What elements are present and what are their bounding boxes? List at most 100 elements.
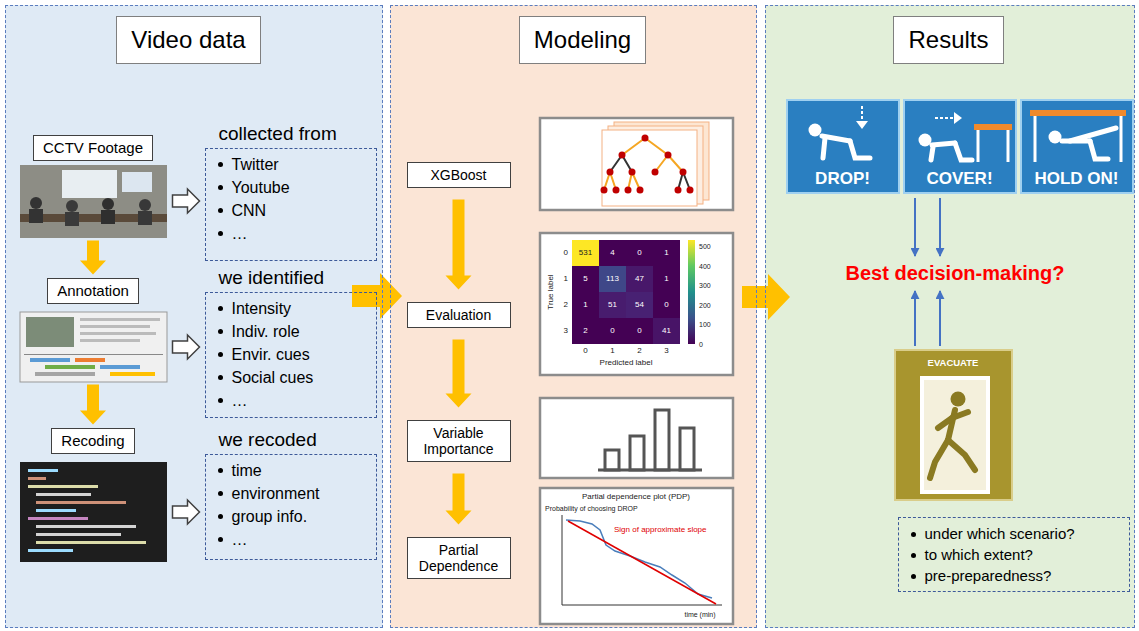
confusion-matrix [540, 233, 733, 375]
process-label: XGBoost [408, 163, 510, 187]
list-item: environment [206, 482, 370, 505]
cctv-photo [66, 200, 78, 212]
cctv-photo [29, 209, 43, 223]
tree-icon [602, 130, 697, 206]
process-box: XGBoost [407, 162, 511, 188]
list-item: group info. [206, 505, 370, 528]
cctv-photo [101, 210, 115, 224]
evacuate-sign: EVACUATE [895, 350, 1012, 500]
code-screenshot [20, 462, 167, 562]
panel-title: Modeling [519, 16, 646, 64]
panel-ground [5, 5, 1135, 628]
list-box: timeenvironmentgroup info.… we recoded [205, 428, 377, 560]
confusion-matrix [599, 266, 626, 292]
list-item: … [206, 222, 370, 245]
confusion-matrix [572, 240, 599, 266]
source-box: Recoding [20, 428, 167, 562]
matrix-value: 0 [637, 327, 641, 335]
evacuate-icon [922, 378, 988, 492]
pdp-chart [562, 605, 722, 606]
pdp-chart [540, 488, 733, 624]
list-item: Social cues [206, 366, 370, 389]
colorbar-tick: 400 [699, 263, 711, 270]
matrix-value: 1 [664, 275, 668, 283]
flow-arrow [173, 335, 200, 359]
cctv-photo [139, 199, 151, 211]
matrix-value: 113 [606, 275, 619, 283]
icon-caption: COVER! [904, 168, 1016, 190]
cctv-photo [65, 212, 79, 226]
flow-arrow [446, 340, 472, 408]
box-label: CCTV Footage [33, 135, 153, 161]
drop-icon [823, 138, 825, 158]
cctv-photo [30, 197, 42, 209]
list-heading: we recoded [219, 428, 317, 452]
cctv-photo [20, 165, 167, 238]
drop-icon [787, 100, 899, 193]
confusion-matrix [599, 240, 626, 266]
pointer-arrow [939, 198, 941, 256]
bar-chart-icon [540, 398, 733, 478]
icon-tile: COVER! [904, 100, 1016, 193]
list-box: IntensityIndiv. roleEnvir. cuesSocial cu… [205, 266, 377, 418]
bar-chart-icon [605, 450, 619, 470]
matrix-value: 51 [608, 301, 617, 309]
evacuate-icon [948, 440, 975, 470]
code-screenshot [20, 462, 167, 562]
confusion-matrix [572, 318, 599, 344]
tree-icon [601, 187, 608, 194]
hold-on-icon [1062, 128, 1116, 159]
confusion-matrix [626, 292, 653, 318]
cover-icon [974, 124, 1012, 130]
confusion-matrix [599, 318, 626, 344]
panel-title: Video data [116, 16, 260, 64]
axis-title: time (min) [684, 611, 715, 618]
process-box: Variable Importance [407, 420, 511, 462]
cover-icon [919, 134, 932, 147]
evacuate-icon [930, 410, 975, 478]
stage-panel: XGBoostEvaluationVariable ImportancePart… [390, 5, 757, 628]
cover-icon [1007, 130, 1010, 162]
annotation-screenshot [80, 332, 156, 335]
tree-icon [642, 135, 649, 142]
matrix-value: 1 [583, 301, 587, 309]
tree-icon [675, 187, 682, 194]
hold-on-icon [1021, 100, 1133, 193]
hold-on-icon [1021, 100, 1133, 193]
confusion-matrix [688, 240, 695, 344]
process-box: Partial Dependence [407, 537, 511, 579]
tree-icon [604, 138, 690, 190]
drop-icon [787, 100, 899, 193]
colorbar-tick: 100 [699, 321, 711, 328]
list-item: … [206, 528, 370, 551]
tick-label: 0 [583, 347, 587, 355]
tree-icon [625, 187, 632, 194]
annotation-screenshot [26, 317, 74, 347]
pointer-arrow [939, 291, 941, 346]
list-item: time [206, 459, 370, 482]
cover-icon [931, 147, 933, 160]
code-screenshot [36, 493, 91, 496]
flow-arrow [446, 474, 472, 525]
annotation-screenshot [24, 354, 163, 355]
chart-title: Partial dependence plot (PDP) [582, 493, 690, 501]
list-item: Twitter [206, 153, 370, 176]
annotation-screenshot [45, 365, 95, 369]
source-box: CCTV Footage [20, 135, 167, 238]
confusion-matrix [540, 233, 733, 375]
annotation-screenshot [80, 325, 150, 328]
process-box: Evaluation [407, 302, 511, 328]
confusion-matrix [572, 266, 599, 292]
matrix-value: 0 [610, 327, 614, 335]
code-screenshot [36, 541, 146, 544]
tree-icon [629, 169, 636, 176]
icon-caption: HOLD ON! [1021, 168, 1133, 190]
colorbar-tick: 0 [699, 341, 703, 348]
process-label: Evaluation [408, 303, 510, 327]
process-label: Variable Importance [408, 421, 510, 461]
flow-arrow [80, 385, 106, 425]
hold-on-icon [1120, 116, 1123, 162]
flow-arrow [742, 274, 790, 320]
bar-chart-icon [540, 398, 733, 478]
evacuate-icon [895, 350, 1012, 500]
